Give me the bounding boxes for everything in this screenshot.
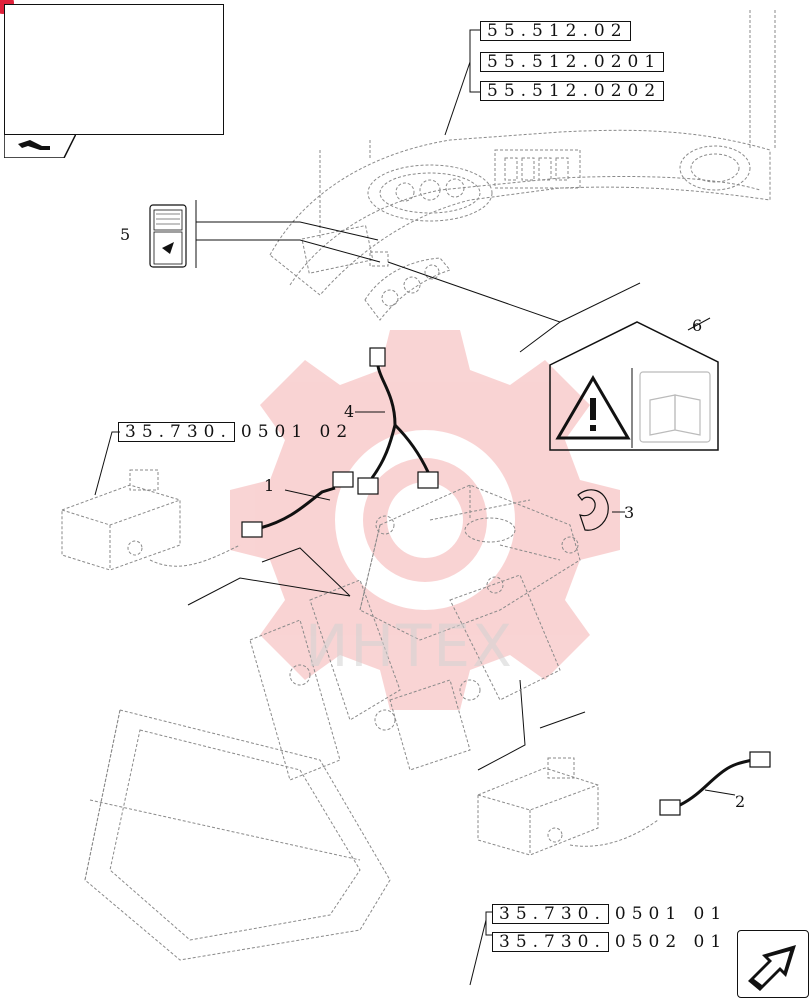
reference-left[interactable]: 35.730. 0501 02: [118, 422, 353, 442]
reference-suffix: 0501 01: [614, 904, 728, 924]
harness-2: [659, 751, 771, 816]
reference-top-3[interactable]: 55.512.0202: [480, 81, 665, 101]
valve-right: [477, 757, 659, 856]
next-page-button[interactable]: [737, 930, 809, 998]
valve-left: [61, 469, 241, 571]
callout-1: 1: [264, 476, 275, 495]
warning-triangle-icon: [555, 375, 631, 440]
clamp-3: [577, 489, 609, 531]
reference-bottom-2[interactable]: 35.730. 0502 01: [492, 932, 727, 952]
reference-code: 55.512.0202: [480, 81, 665, 101]
leader-lines: [94, 29, 736, 986]
harness-4: [357, 347, 439, 495]
thumbnail-tab[interactable]: [3, 133, 78, 159]
reference-suffix: 0502 01: [614, 932, 728, 952]
callout-6: 6: [692, 316, 703, 335]
watermark-text: ИНТЕХ: [305, 612, 514, 680]
manual-book-icon: [639, 371, 711, 443]
back-arrow-icon: [3, 133, 78, 159]
reference-bottom-1[interactable]: 35.730. 0501 01: [492, 904, 727, 924]
callout-2: 2: [735, 792, 746, 811]
reference-code: 55.512.0201: [480, 52, 665, 72]
reference-top-2[interactable]: 55.512.0201: [480, 52, 665, 72]
reference-code: 55.512.02: [480, 21, 631, 41]
reference-code: 35.730.: [492, 932, 609, 952]
reference-top-1[interactable]: 55.512.02: [480, 21, 631, 41]
machine-thumbnail-frame: [4, 4, 224, 135]
dashboard-drawing: [269, 10, 776, 321]
watermark-gear-icon: [230, 330, 620, 710]
reference-suffix: 0501 02: [240, 422, 354, 442]
navigation-arrow-icon: [748, 945, 796, 991]
switch-icon: [149, 204, 187, 268]
callout-4: 4: [344, 402, 355, 421]
callout-5: 5: [120, 225, 131, 244]
loader-arm-drawing: [84, 484, 581, 961]
reference-code: 35.730.: [118, 422, 235, 442]
warning-decal: [549, 321, 719, 451]
callout-3: 3: [624, 503, 635, 522]
harness-1: [241, 471, 354, 538]
reference-code: 35.730.: [492, 904, 609, 924]
